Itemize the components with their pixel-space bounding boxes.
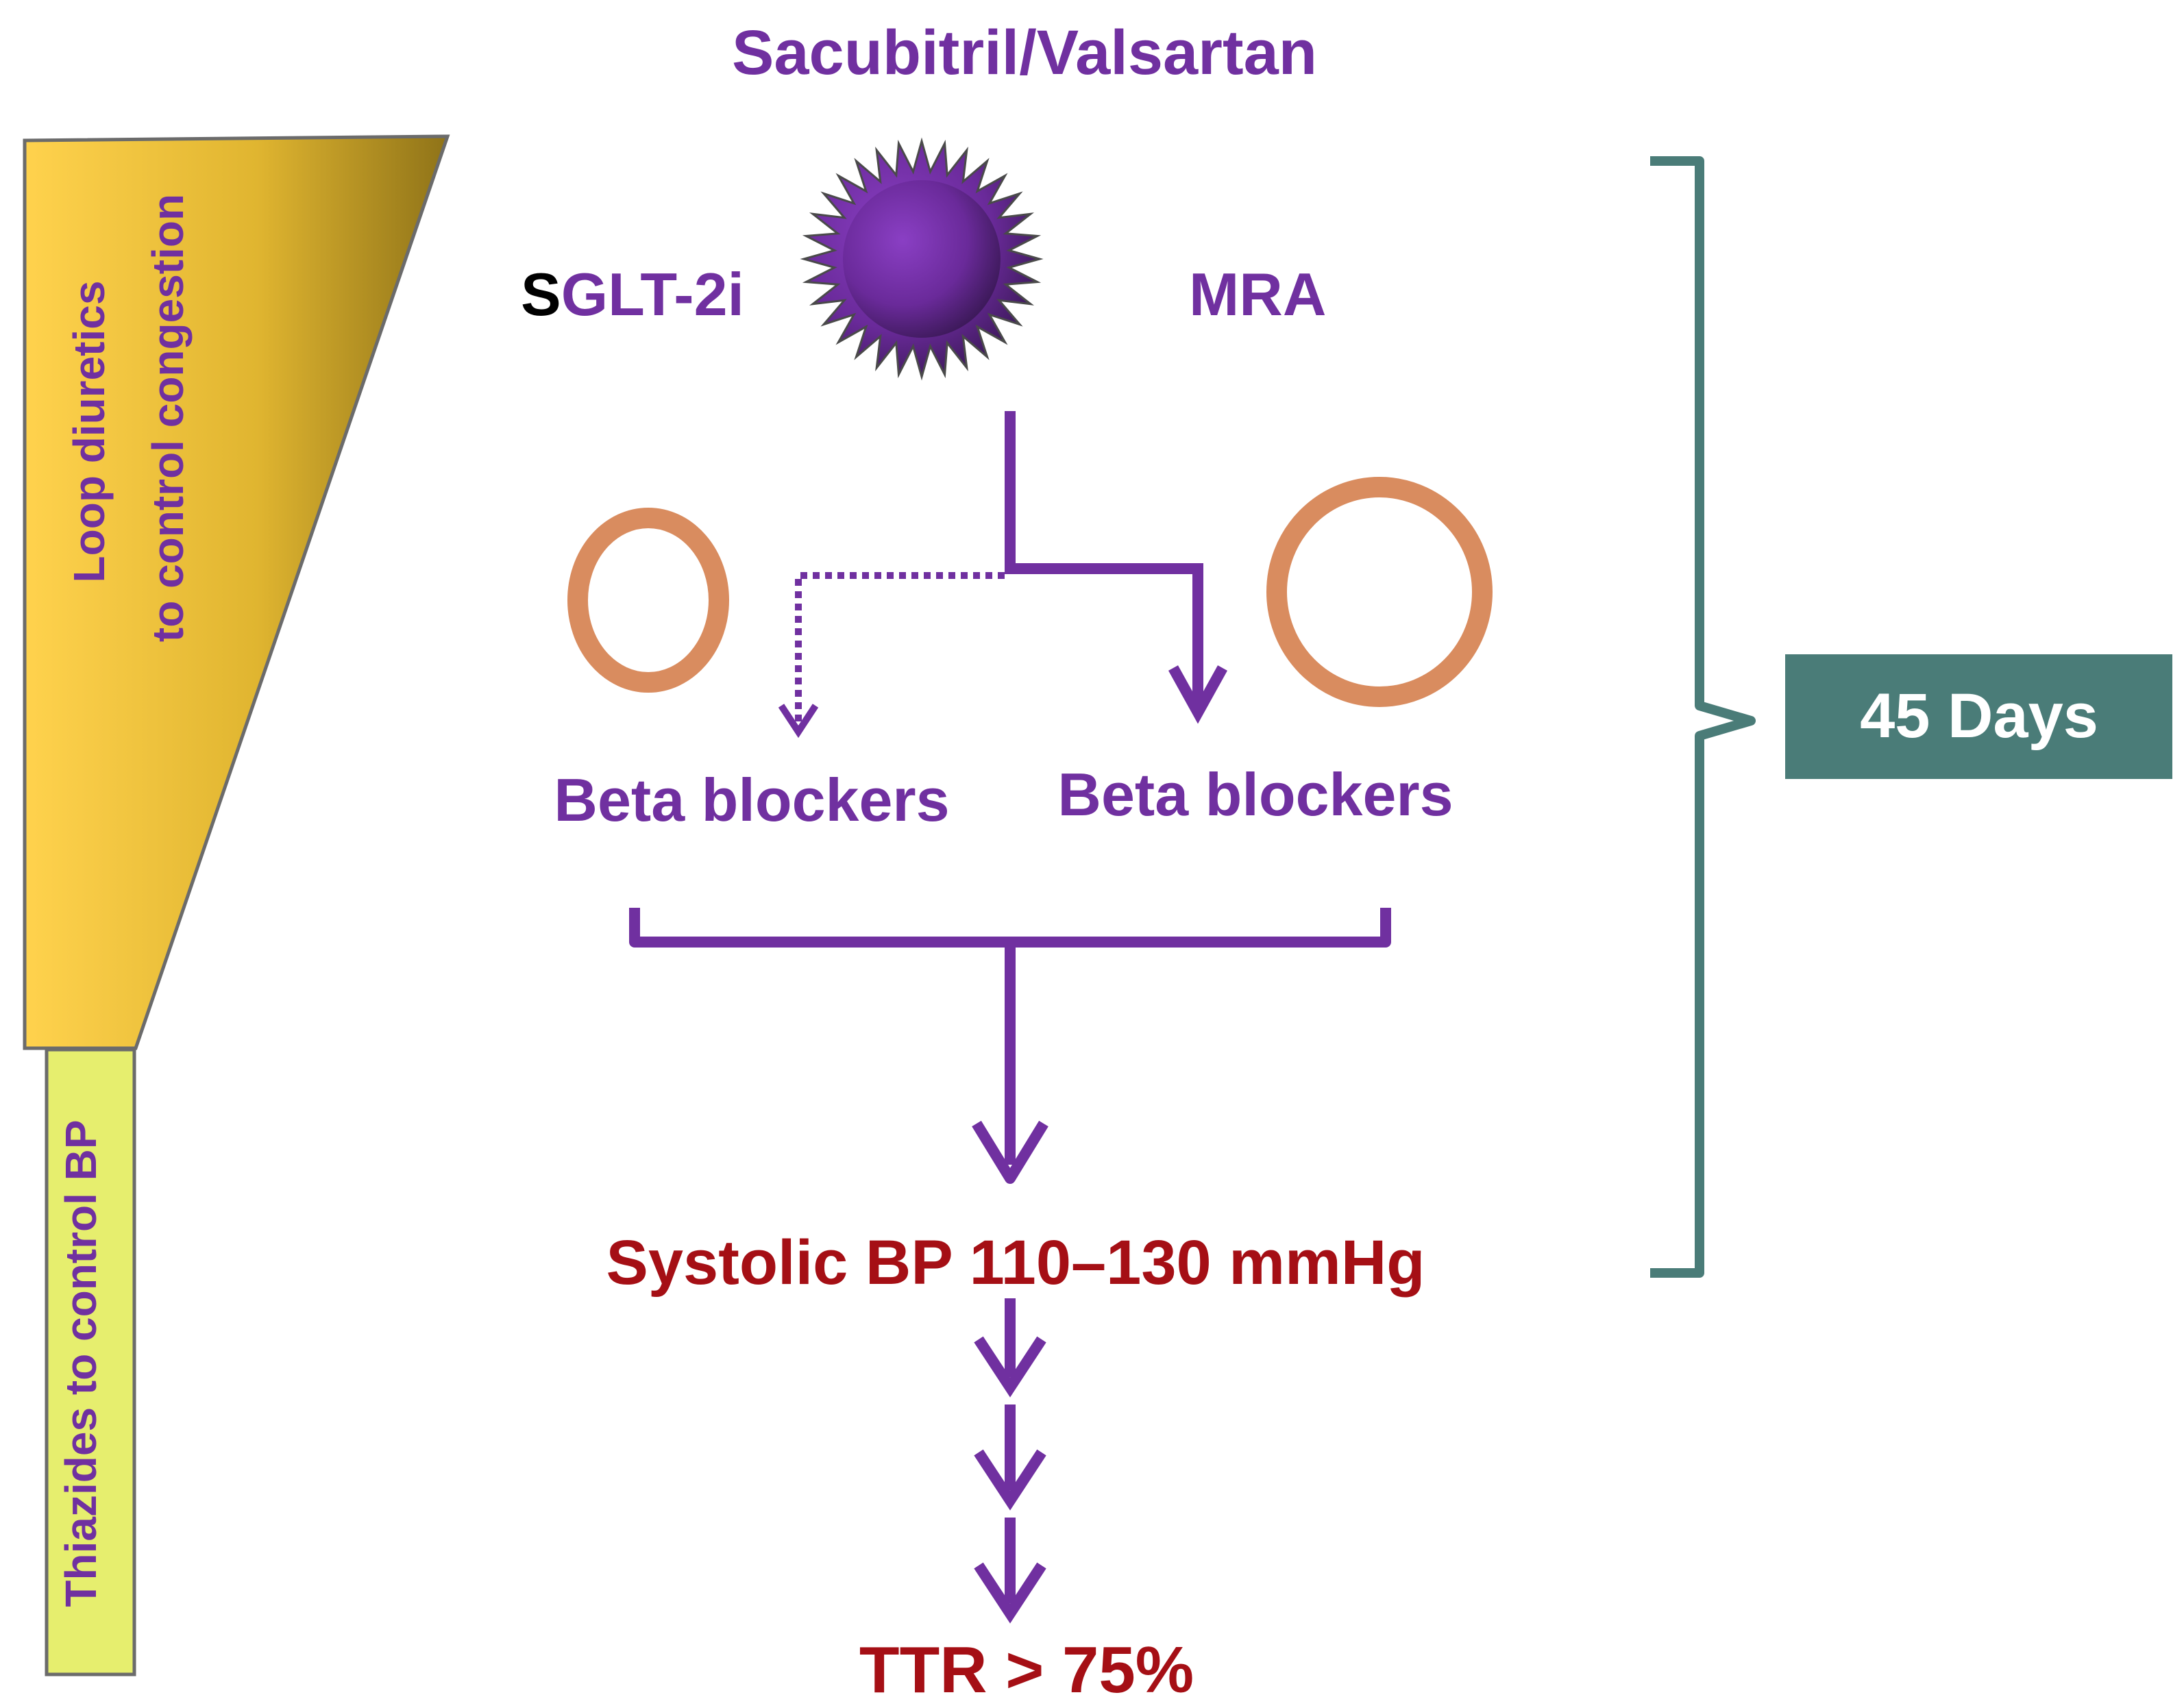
sglt2i-label: SGLT-2i (521, 260, 744, 328)
beta-blockers-left-label: Beta blockers (554, 766, 949, 834)
target-ttr: TTR > 75% (859, 1633, 1194, 1707)
downstream-arrows (974, 1298, 1046, 1624)
target-systolic-bp: Systolic BP 110–130 mmHg (606, 1228, 1425, 1298)
beta-blockers-right-label: Beta blockers (1057, 760, 1453, 828)
duration-bracket (1650, 156, 1756, 1278)
duration-label: 45 Days (1860, 681, 2098, 751)
sun-core (843, 180, 1001, 338)
mra-label: MRA (1189, 260, 1326, 328)
sglt2i-rest: GLT-2i (561, 260, 744, 328)
loop-diuretics-wedge (23, 134, 450, 1050)
merge-bracket (629, 908, 1391, 1184)
thiazides-box (45, 1048, 136, 1676)
loop-diuretics-label-2: to control congestion (143, 194, 193, 642)
sglt2i-first-letter: S (521, 260, 561, 328)
sacubitril-valsartan-title: Sacubitril/Valsartan (732, 18, 1317, 88)
left-ring (567, 508, 729, 693)
branch-connector (778, 411, 1227, 739)
thiazides-label: Thiazides to control BP (56, 1119, 106, 1607)
duration-box (1785, 654, 2172, 779)
loop-diuretics-label: Loop diuretics (64, 281, 114, 583)
right-ring (1266, 477, 1493, 707)
